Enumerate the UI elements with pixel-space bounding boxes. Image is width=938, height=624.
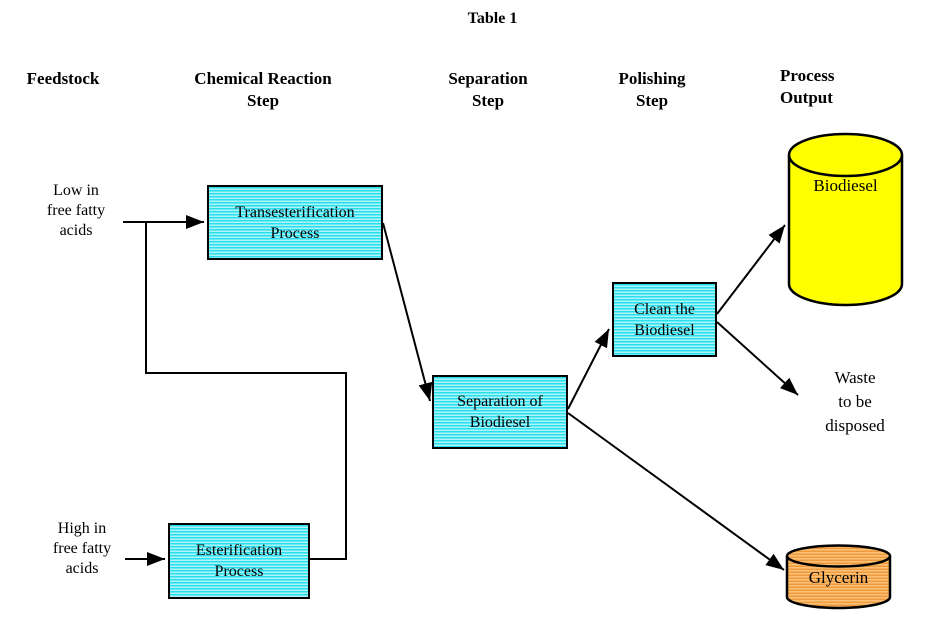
column-header-polishing-step: Polishing Step [618, 69, 686, 110]
biodiesel-cylinder [787, 132, 904, 307]
process-box-separation-of-biodiesel: Separation of Biodiesel [432, 375, 568, 449]
column-header-feedstock: Feedstock [26, 69, 100, 88]
process-box-esterification: Esterification Process [168, 523, 310, 599]
feedstock-label-high-ffa: High in free fatty acids [52, 520, 112, 577]
arrow-clean-to-biodiesel [716, 224, 786, 315]
column-header-chemical-reaction-step: Chemical Reaction Step [194, 69, 332, 110]
arrow-separation-to-clean [567, 328, 610, 410]
output-label-biodiesel: Biodiesel [813, 176, 878, 195]
feedstock-label-low-ffa: Low in free fatty acids [46, 182, 106, 239]
diagram-title: Table 1 [467, 10, 518, 27]
arrow-separation-to-glycerin [567, 412, 785, 571]
arrow-transesterification-to-separation [382, 222, 433, 402]
arrow-clean-to-waste [716, 321, 799, 396]
process-box-transesterification: Transesterification Process [207, 185, 383, 260]
column-header-process-output: Process Output [780, 66, 835, 107]
output-label-glycerin: Glycerin [808, 568, 869, 587]
line-esterification-to-transesterification-feed [145, 222, 347, 560]
column-header-separation-step: Separation Step [448, 69, 528, 110]
process-box-clean-the-biodiesel: Clean the Biodiesel [612, 282, 717, 357]
glycerin-cylinder [785, 544, 892, 610]
output-label-waste: Waste to be disposed [825, 368, 885, 435]
